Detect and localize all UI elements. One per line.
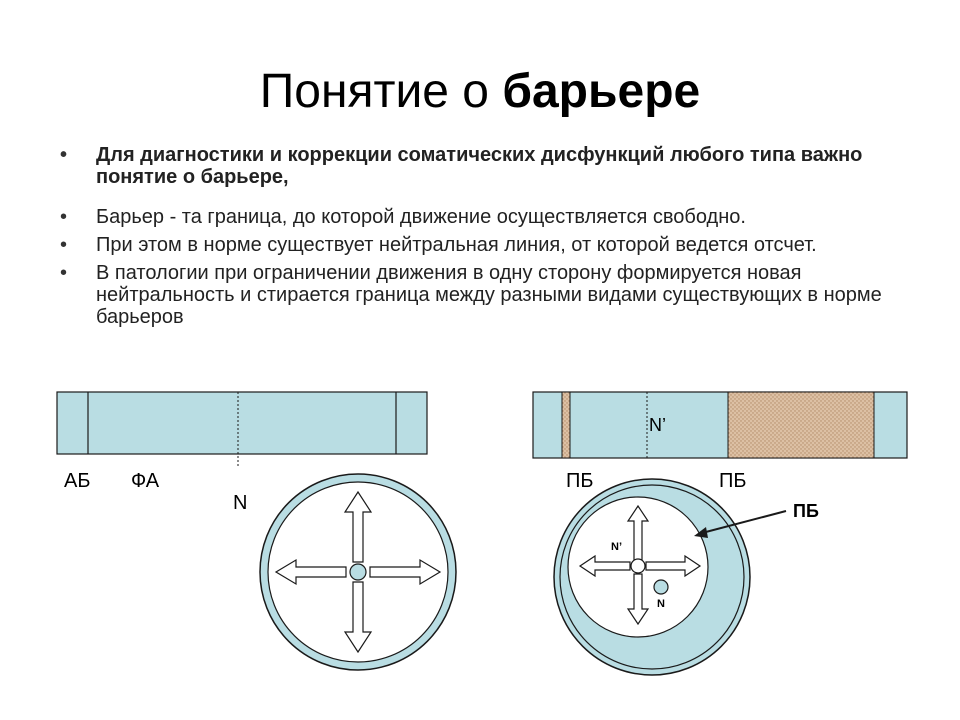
right-center-dot-original — [653, 579, 669, 595]
pb-callout-arrowhead — [694, 527, 708, 538]
slide-title-bold: барьере — [502, 65, 701, 118]
arrow-left-icon — [578, 554, 631, 578]
label-pb-right: ПБ — [719, 470, 747, 492]
label-fa: ФА — [131, 470, 160, 492]
right-circle-diagram — [553, 478, 787, 676]
left-circle-diagram — [259, 473, 457, 671]
label-n-circle: N — [657, 598, 665, 610]
label-n-prime-bar: N’ — [649, 415, 666, 435]
right-bar-large-hatch — [727, 391, 875, 459]
slide-title: Понятие о барьере — [0, 62, 960, 122]
label-pb-left: ПБ — [566, 470, 594, 492]
arrow-up-icon — [343, 490, 373, 563]
arrow-right-icon — [645, 554, 702, 578]
bullet-item: Барьер - та граница, до которой движение… — [60, 206, 920, 228]
bullet-item: Для диагностики и коррекции соматических… — [60, 144, 920, 188]
right-bar-small-hatch — [561, 391, 571, 459]
bullet-item: При этом в норме существует нейтральная … — [60, 234, 920, 256]
bullet-item: В патологии при ограничении движения в о… — [60, 262, 920, 328]
left-bar-body — [56, 391, 428, 455]
arrow-down-icon — [626, 573, 650, 626]
arrow-down-icon — [343, 581, 373, 654]
arrow-left-icon — [274, 558, 347, 586]
pb-callout-line — [701, 510, 787, 534]
label-n-prime-circle: N’ — [611, 541, 622, 553]
right-center-dot-new — [630, 558, 646, 574]
slide-title-normal: Понятие о — [259, 65, 503, 118]
bullet-list: Для диагностики и коррекции соматических… — [60, 140, 920, 328]
left-center-dot — [349, 563, 367, 581]
label-n: N — [233, 492, 248, 514]
right-motion-bar — [532, 391, 908, 459]
label-pb-callout: ПБ — [793, 501, 819, 521]
label-ab: АБ — [64, 470, 91, 492]
arrow-right-icon — [369, 558, 442, 586]
left-motion-bar — [56, 391, 428, 466]
